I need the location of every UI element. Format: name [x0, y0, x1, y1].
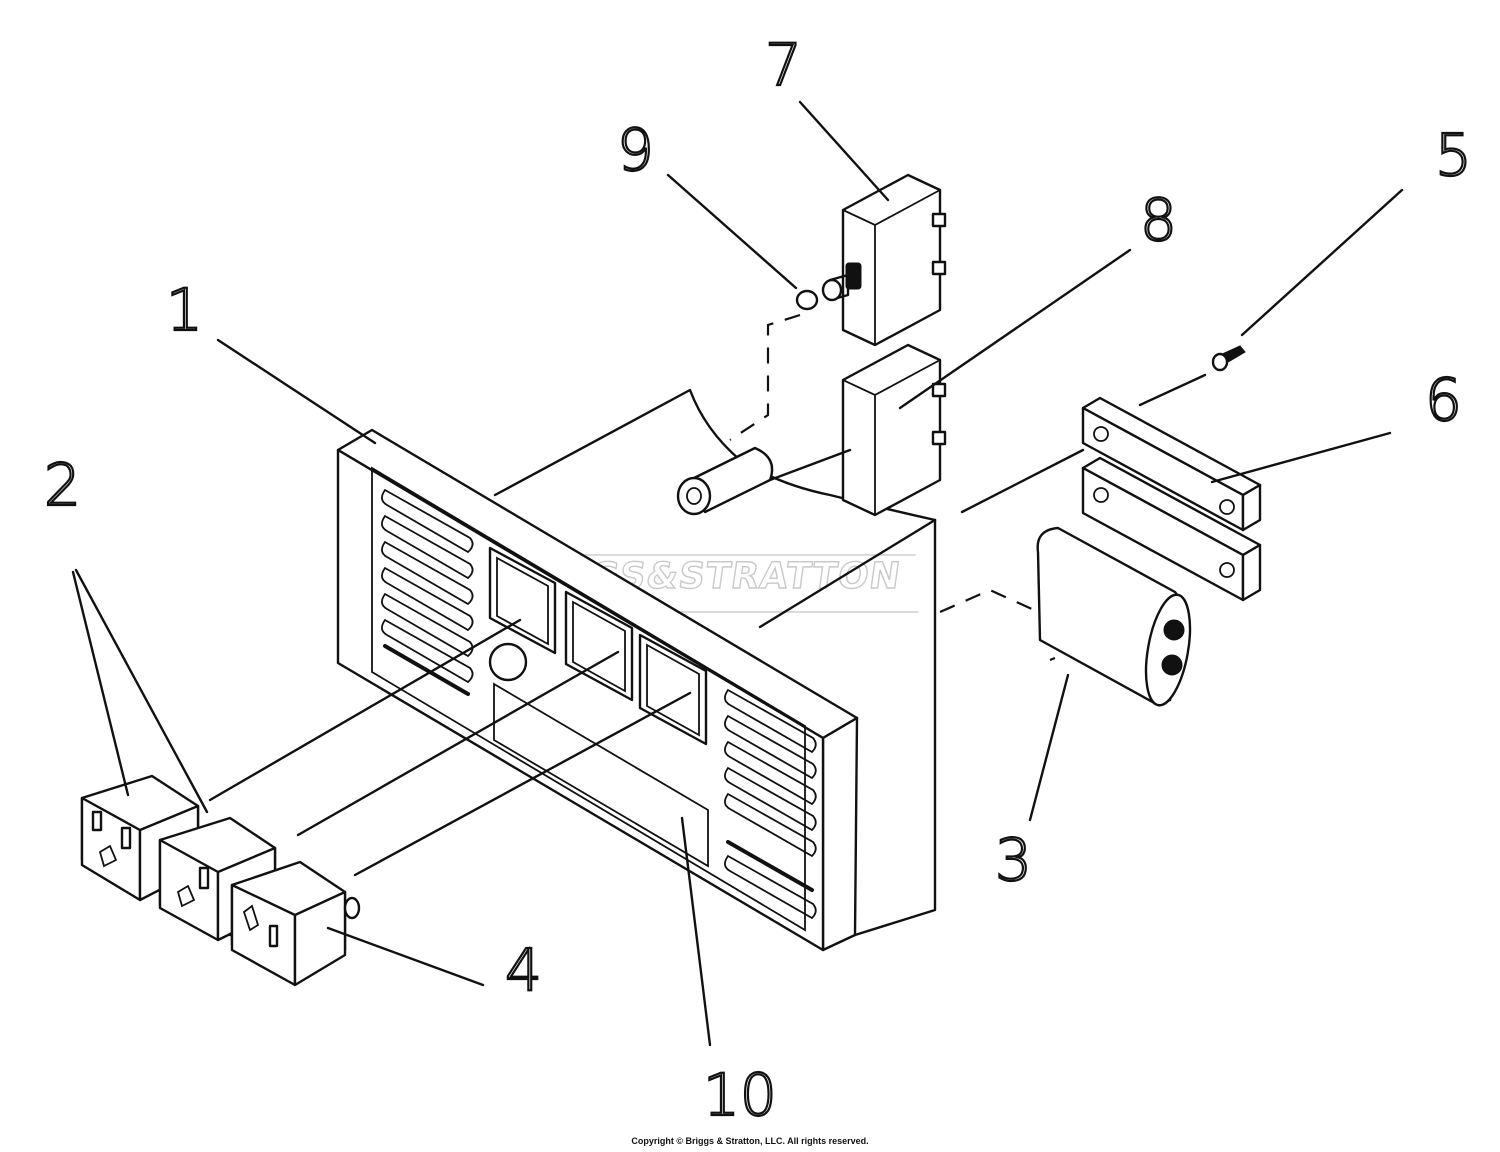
part-breaker-switch — [676, 343, 947, 517]
part-screw — [1138, 345, 1246, 407]
callout-9: 9 — [617, 116, 654, 184]
part-button-cap — [729, 289, 819, 441]
part-circuit-breaker — [821, 173, 947, 347]
callout-7: 7 — [765, 31, 802, 99]
callout-2: 2 — [44, 451, 81, 519]
callout-10: 10 — [703, 1061, 777, 1129]
callout-6: 6 — [1425, 366, 1462, 434]
callout-3: 3 — [995, 826, 1032, 894]
leader-lines — [71, 100, 1404, 1047]
callout-numbers: 1 2 3 4 5 6 7 8 9 10 — [43, 30, 1473, 1130]
callout-1: 1 — [166, 276, 203, 344]
callout-4: 4 — [505, 936, 542, 1004]
part-capacitor — [939, 526, 1192, 707]
part-receptacles — [80, 618, 692, 987]
callout-5: 5 — [1435, 121, 1472, 189]
left-vent-slots — [381, 488, 474, 696]
part-control-panel — [336, 388, 937, 952]
part-mounting-bars — [960, 396, 1262, 602]
right-vent-slots — [724, 688, 817, 920]
callout-8: 8 — [1140, 186, 1177, 254]
copyright-notice: Copyright © Briggs & Stratton, LLC. All … — [631, 1136, 869, 1146]
